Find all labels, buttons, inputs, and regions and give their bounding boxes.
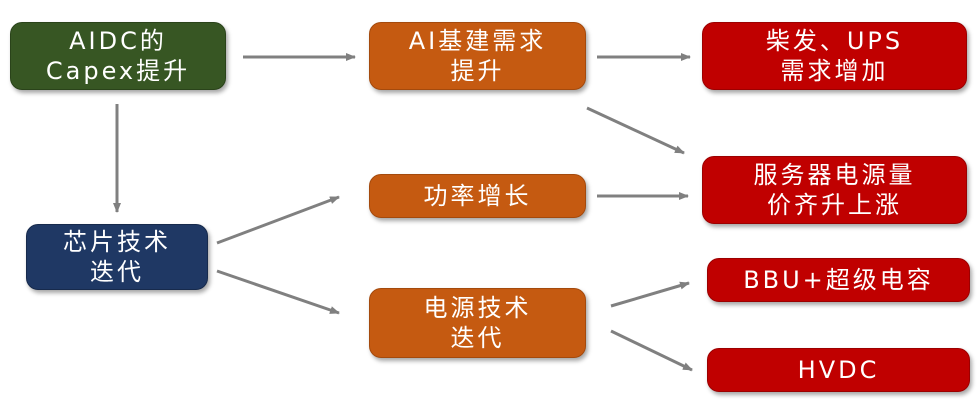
arrow-chip-to-power-tech — [216, 269, 340, 315]
node-ai-demand: AI基建需求 提升 — [369, 22, 586, 90]
arrow-power-tech-to-bbu — [610, 281, 690, 308]
node-ai-demand-line-1: AI基建需求 — [408, 27, 547, 55]
arrow-ai-demand-to-server-psu — [586, 106, 685, 155]
node-power-increase-line-1: 功率增长 — [423, 182, 532, 210]
node-power-tech-iteration-line-1: 电源技术 — [423, 294, 532, 322]
node-power-tech-iteration-line-2: 迭代 — [450, 324, 505, 352]
arrow-power-tech-to-hvdc — [610, 329, 693, 372]
node-aidc-capex-line-1: AIDC的 — [69, 27, 167, 55]
node-chip-iteration-line-1: 芯片技术 — [63, 228, 171, 256]
node-ai-demand-line-2: 提升 — [450, 57, 505, 85]
node-aidc-capex: AIDC的 Capex提升 — [10, 22, 226, 90]
node-server-psu-line-2: 价齐升上涨 — [767, 191, 902, 219]
arrow-chip-to-power-increase — [216, 195, 340, 245]
node-hvdc-line-1: HVDC — [797, 356, 880, 384]
node-diesel-ups-line-2: 需求增加 — [780, 57, 889, 85]
node-aidc-capex-line-2: Capex提升 — [45, 57, 191, 85]
node-power-tech-iteration: 电源技术 迭代 — [369, 288, 586, 358]
node-power-increase: 功率增长 — [369, 174, 586, 218]
node-chip-iteration: 芯片技术 迭代 — [26, 224, 208, 290]
node-server-psu: 服务器电源量 价齐升上涨 — [702, 156, 967, 224]
node-hvdc: HVDC — [707, 348, 970, 392]
node-diesel-ups: 柴发、UPS 需求增加 — [702, 22, 967, 90]
node-diesel-ups-line-1: 柴发、UPS — [765, 27, 904, 55]
node-chip-iteration-line-2: 迭代 — [90, 258, 144, 286]
node-server-psu-line-1: 服务器电源量 — [753, 161, 916, 189]
node-bbu-supercap: BBU+超级电容 — [707, 258, 970, 302]
node-bbu-supercap-line-1: BBU+超级电容 — [743, 266, 934, 294]
